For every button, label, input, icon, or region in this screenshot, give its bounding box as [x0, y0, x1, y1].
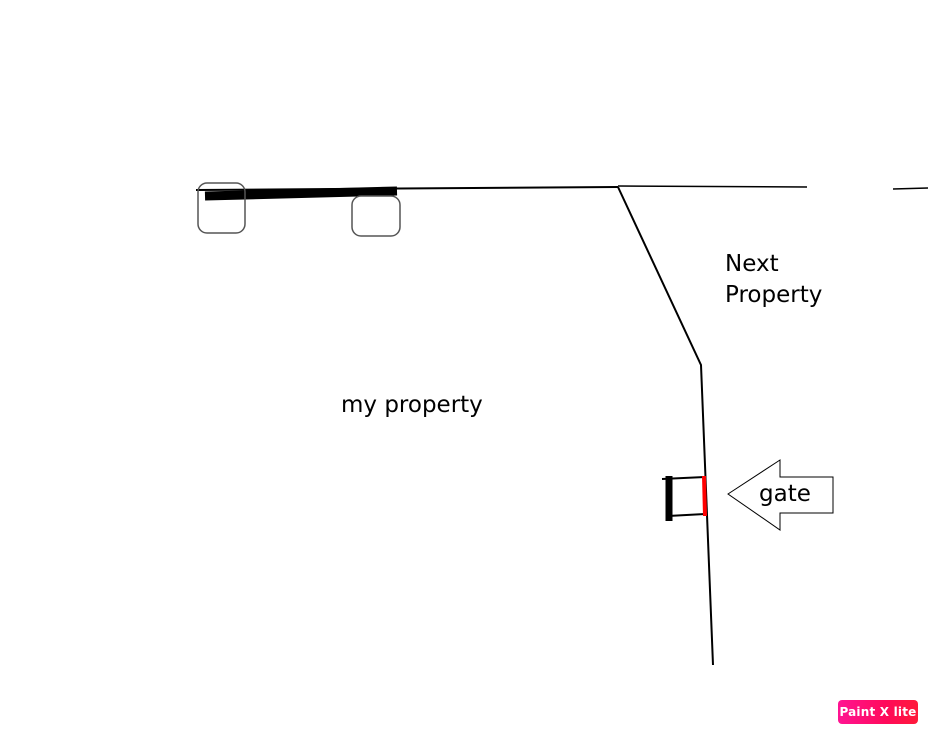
gate-bottom-rail: [667, 513, 706, 517]
gate-label: gate: [759, 481, 811, 507]
next-property-top-line-right: [892, 187, 928, 190]
next-property-label: Next Property: [725, 251, 823, 308]
gate-arrow-icon: [727, 459, 834, 531]
next-property-top-line: [617, 185, 808, 188]
side-boundary-line: [617, 186, 714, 666]
my-property-label: my property: [341, 392, 483, 418]
fence-thick-segment: [204, 186, 398, 201]
fence-post-left: [197, 182, 246, 234]
paint-x-lite-watermark: Paint X lite: [838, 700, 918, 724]
fence-post-right: [351, 195, 401, 237]
gate-opening-highlight: [702, 475, 707, 517]
top-boundary-line: [195, 186, 619, 191]
